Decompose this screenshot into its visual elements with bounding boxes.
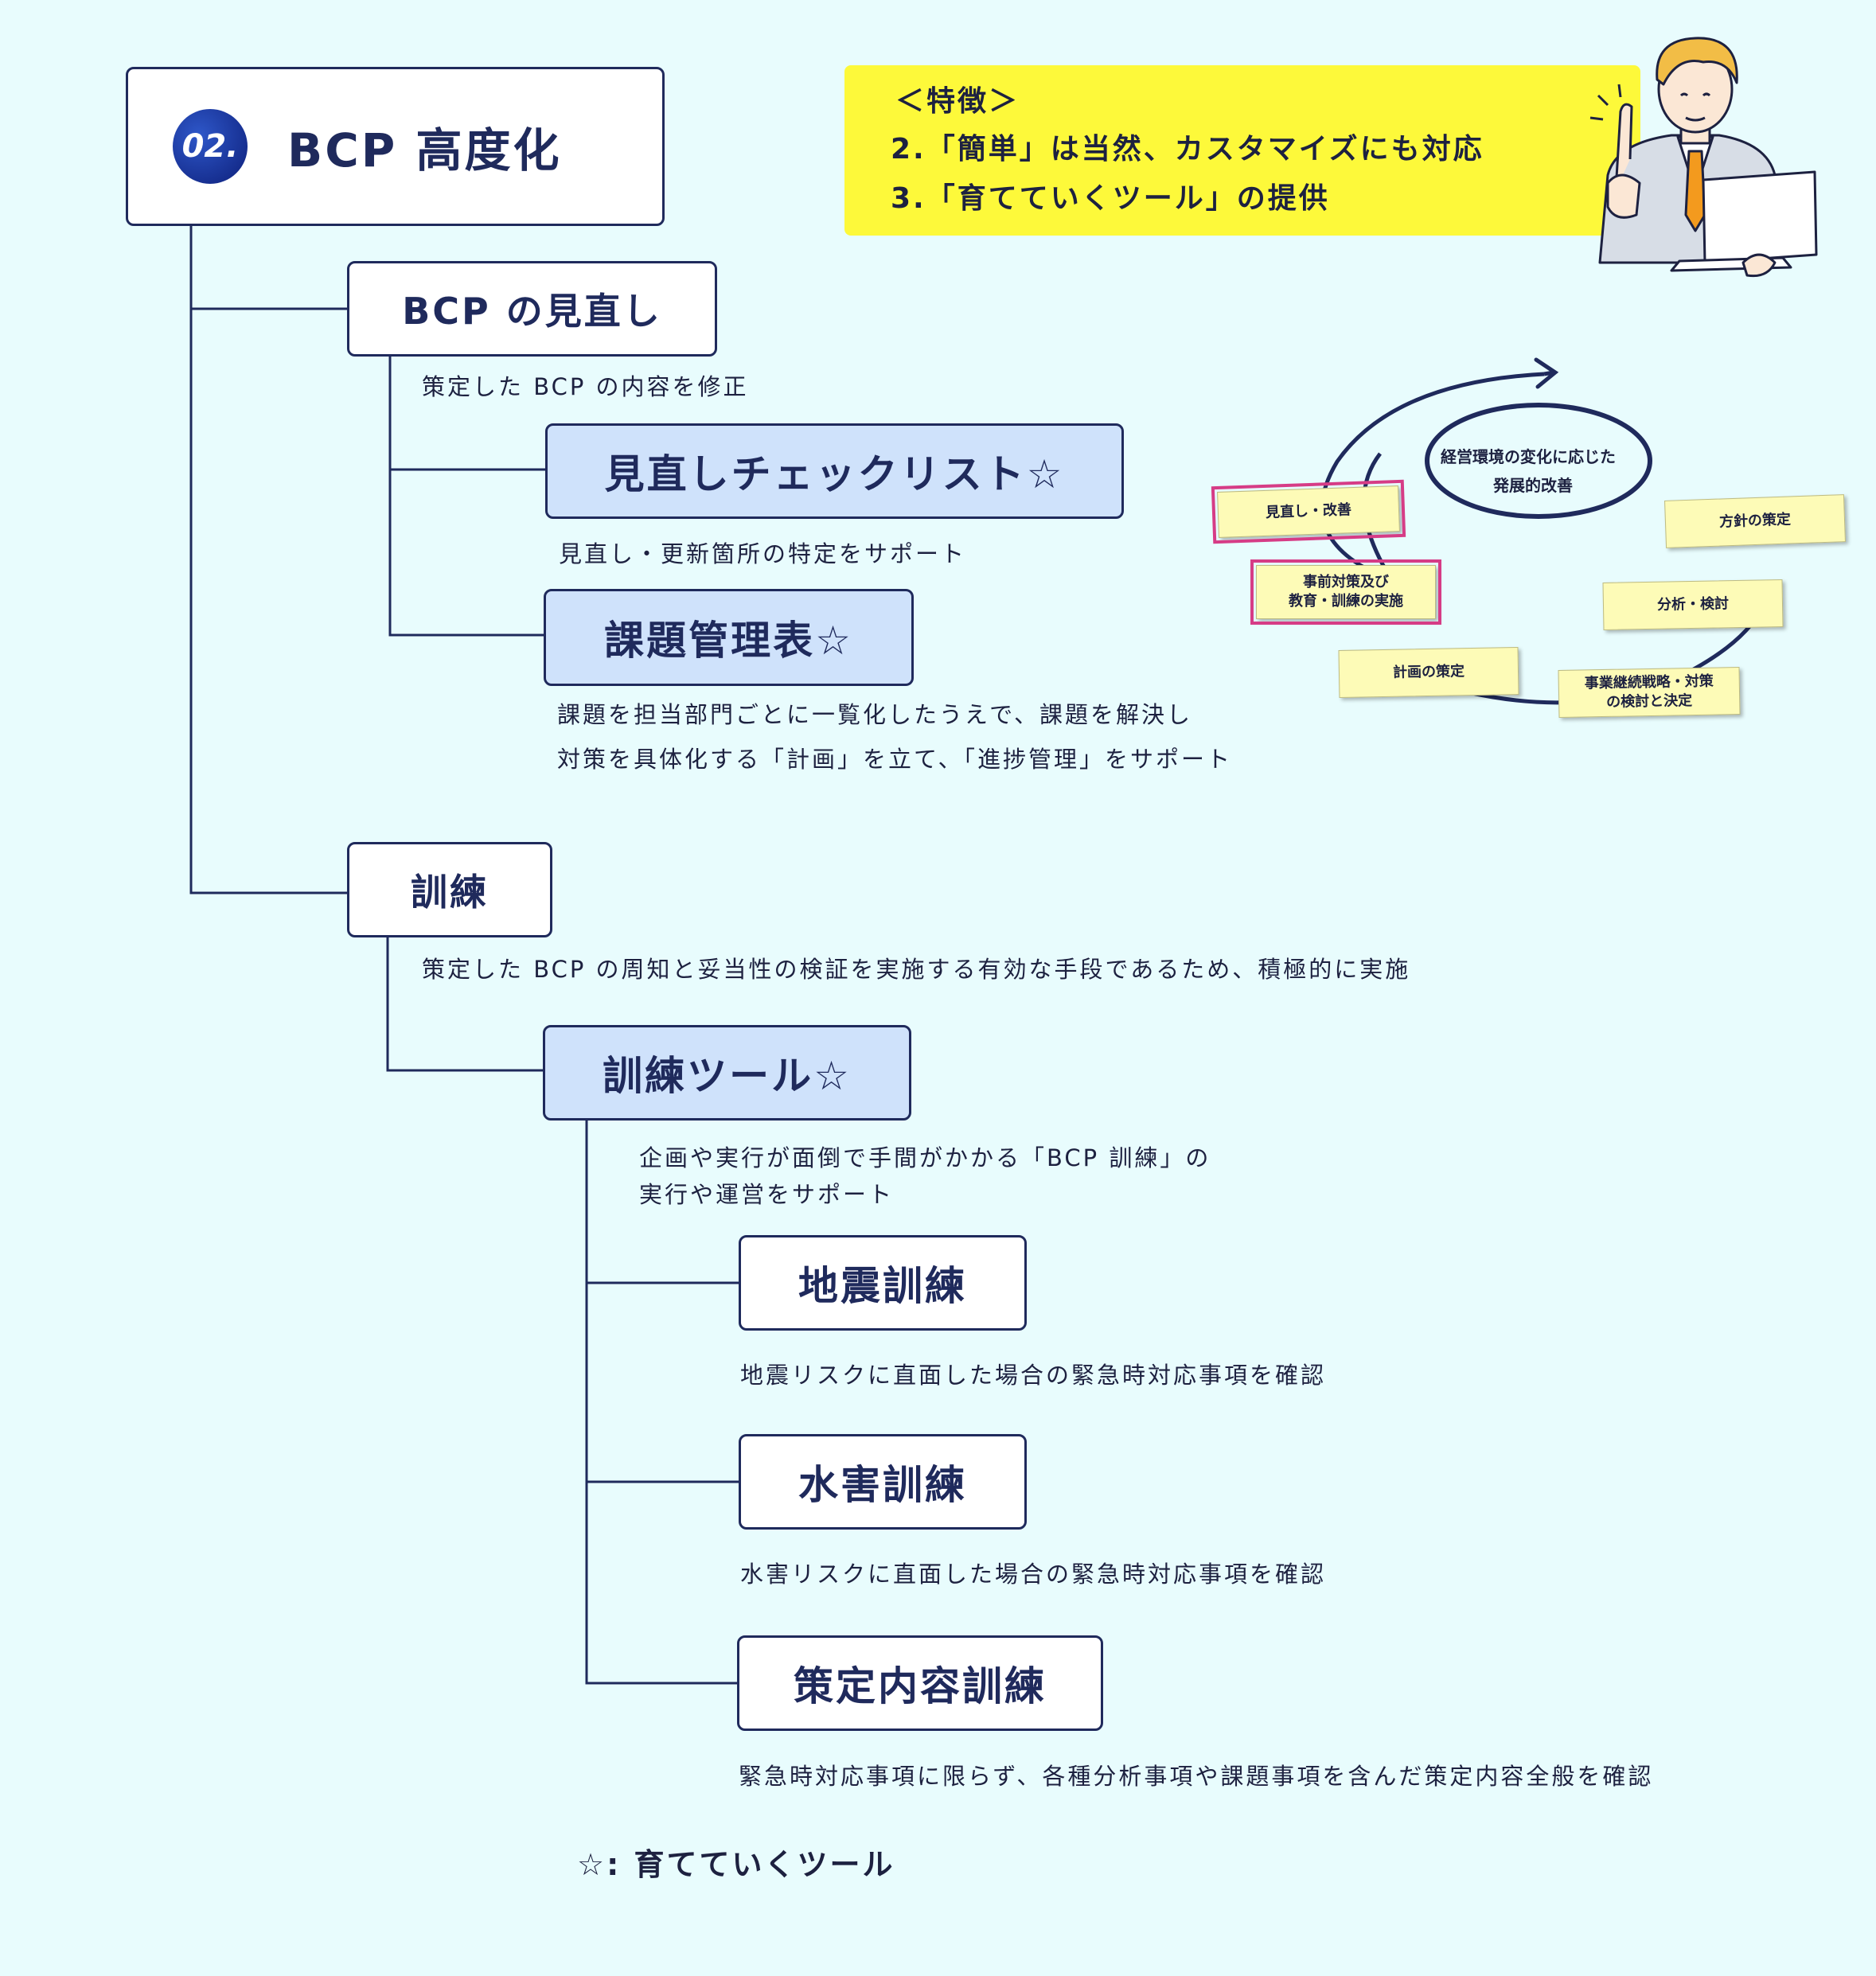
- checklist-desc: 見直し・更新箇所の特定をサポート: [559, 540, 967, 567]
- training-box: 訓練: [347, 842, 552, 937]
- note-strategy: 事業継続戦略・対策 の検討と決定: [1558, 667, 1741, 718]
- review-box: BCP の見直し: [347, 261, 717, 357]
- review-desc: 策定した BCP の内容を修正: [422, 373, 749, 400]
- training-tool-box: 訓練ツール☆: [543, 1025, 911, 1121]
- training-tool-title: 訓練ツール☆: [603, 1053, 852, 1099]
- note-policy: 方針の策定: [1664, 494, 1846, 548]
- features-heading: ＜特徴＞: [895, 85, 1020, 118]
- cycle-arrow: [1320, 372, 1545, 583]
- cycle-diagram: [1320, 357, 1769, 705]
- cycle-center-ellipse: [1425, 403, 1652, 519]
- plan-training-title: 策定内容訓練: [794, 1663, 1047, 1709]
- legend: ☆: 育てていくツール: [577, 1847, 895, 1882]
- issues-desc-2: 対策を具体化する「計画」を立て、「進捗管理」をサポート: [557, 746, 1233, 773]
- features-box: ＜特徴＞ 2.「簡単」は当然、カスタマイズにも対応 3.「育てていくツール」の提…: [844, 65, 1640, 236]
- cycle-center-text-1: 経営環境の変化に応じた: [1441, 447, 1616, 466]
- issues-box: 課題管理表☆: [544, 589, 914, 686]
- note-pre-measures: 事前対策及び 教育・訓練の実施: [1250, 559, 1441, 625]
- page-title: BCP 高度化: [287, 123, 562, 177]
- flood-title: 水害訓練: [798, 1462, 967, 1508]
- training-tool-desc-1: 企画や実行が面倒で手間がかかる「BCP 訓練」の: [639, 1144, 1211, 1171]
- features-line-1: 2.「簡単」は当然、カスタマイズにも対応: [891, 133, 1484, 166]
- features-line-2: 3.「育てていくツール」の提供: [891, 182, 1330, 215]
- number-badge: 02.: [173, 109, 248, 184]
- checklist-box: 見直しチェックリスト☆: [545, 423, 1124, 519]
- checklist-title: 見直しチェックリスト☆: [604, 451, 1065, 497]
- training-title: 訓練: [411, 871, 489, 914]
- flood-box: 水害訓練: [739, 1434, 1027, 1530]
- plan-training-desc: 緊急時対応事項に限らず、各種分析事項や課題事項を含んだ策定内容全般を確認: [739, 1763, 1654, 1790]
- badge-text: 02.: [181, 128, 239, 165]
- note-analysis: 分析・検討: [1602, 579, 1784, 630]
- training-tool-desc-2: 実行や運営をサポート: [639, 1181, 895, 1208]
- quake-title: 地震訓練: [798, 1263, 967, 1309]
- quake-desc: 地震リスクに直面した場合の緊急時対応事項を確認: [740, 1362, 1327, 1389]
- training-desc: 策定した BCP の周知と妥当性の検証を実施する有効な手段であるため、積極的に実…: [422, 956, 1411, 983]
- presenter-illustration: [1589, 37, 1818, 278]
- note-review: 見直し・改善: [1211, 479, 1406, 544]
- flood-desc: 水害リスクに直面した場合の緊急時対応事項を確認: [740, 1561, 1327, 1588]
- quake-box: 地震訓練: [739, 1235, 1027, 1331]
- note-plan: 計画の策定: [1338, 647, 1519, 698]
- issues-title: 課題管理表☆: [604, 618, 853, 664]
- review-title: BCP の見直し: [402, 290, 662, 333]
- header-box: 02. BCP 高度化: [126, 67, 665, 226]
- cycle-center-text-2: 発展的改善: [1493, 476, 1573, 495]
- plan-training-box: 策定内容訓練: [737, 1635, 1103, 1731]
- issues-desc-1: 課題を担当部門ごとに一覧化したうえで、課題を解決し: [557, 701, 1192, 728]
